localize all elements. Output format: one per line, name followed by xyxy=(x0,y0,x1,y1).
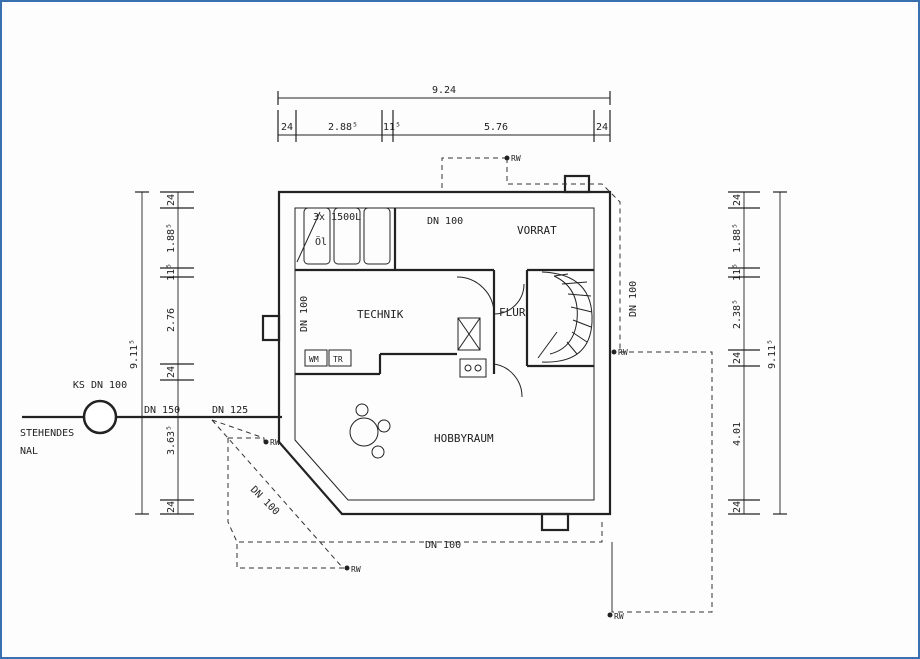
dim-left-seg-6: 3.63⁵ xyxy=(166,425,177,455)
dim-left-seg-2: 1.88⁵ xyxy=(166,223,177,253)
dim-top-seg-1: 24 xyxy=(281,122,293,133)
dn100-vorrat: DN 100 xyxy=(427,216,463,227)
dim-top-total: 9.24 xyxy=(432,85,456,96)
dim-left-seg-5: 24 xyxy=(166,366,177,378)
rw-label-bottom: RW xyxy=(351,565,361,574)
window-top xyxy=(563,174,591,194)
dn100-bottom: DN 100 xyxy=(425,540,461,551)
dim-right-seg-4: 2.38⁵ xyxy=(732,299,743,329)
dim-top-seg-4: 5.76 xyxy=(484,122,508,133)
tank-oil-label: Öl xyxy=(315,235,327,248)
dim-left-seg-7: 24 xyxy=(166,501,177,513)
dn100-technik: DN 100 xyxy=(299,296,310,332)
dim-top-seg-2: 2.88⁵ xyxy=(328,122,358,133)
room-vorrat: VORRAT xyxy=(517,224,557,237)
table-with-chairs xyxy=(349,403,391,459)
top-dimensions: 9.24 24 2.88⁵ 11⁵ 5.76 24 xyxy=(277,85,611,142)
technik-equipment xyxy=(457,317,487,378)
dim-left-seg-1: 24 xyxy=(166,194,177,206)
dn100-diagonal: DN 100 xyxy=(248,484,281,517)
sewer-label-line-1: STEHENDES xyxy=(20,428,74,439)
washer-dryer: WM TR xyxy=(304,349,352,367)
dim-right-seg-2: 1.88⁵ xyxy=(732,223,743,253)
dim-left-total: 9.11⁵ xyxy=(129,339,140,369)
dn150-label: DN 150 xyxy=(144,405,180,416)
washer-label: WM xyxy=(309,355,319,364)
sewer-connection: KS DN 100 DN 150 DN 125 STEHENDES NAL xyxy=(20,380,282,457)
left-dimensions: 24 1.88⁵ 11⁵ 2.76 24 3.63⁵ 24 9.11⁵ xyxy=(129,191,194,515)
dim-top-seg-5: 24 xyxy=(596,122,608,133)
dim-left-seg-4: 2.76 xyxy=(166,308,177,332)
dryer-label: TR xyxy=(333,355,343,364)
window-bottom xyxy=(540,512,570,532)
dn100-right: DN 100 xyxy=(628,281,639,317)
dim-right-seg-7: 24 xyxy=(732,501,743,513)
dim-right-seg-6: 4.01 xyxy=(732,422,743,446)
rw-label-top: RW xyxy=(511,154,521,163)
tank-size-label: 3x 1500L xyxy=(313,212,361,223)
dim-top-seg-3: 11⁵ xyxy=(383,122,401,133)
dn125-label: DN 125 xyxy=(212,405,248,416)
rw-label-right: RW xyxy=(618,348,628,357)
rw-label-left: RW xyxy=(270,438,280,447)
rw-label-bottom-right: RW xyxy=(614,612,624,621)
dim-right-seg-5: 24 xyxy=(732,352,743,364)
dim-left-seg-3: 11⁵ xyxy=(166,263,177,281)
dim-right-seg-3: 11⁵ xyxy=(732,263,743,281)
ks-dn100-label: KS DN 100 xyxy=(73,380,127,391)
rainwater-points: RW RW RW RW RW xyxy=(263,154,628,621)
room-technik: TECHNIK xyxy=(357,308,404,321)
sewer-label-line-2: NAL xyxy=(20,446,38,457)
room-flur: FLUR xyxy=(499,306,526,319)
dim-right-total: 9.11⁵ xyxy=(767,339,778,369)
window-left xyxy=(261,314,281,342)
staircase xyxy=(537,271,593,363)
oil-tanks: 3x 1500L Öl xyxy=(296,207,391,265)
dim-right-seg-1: 24 xyxy=(732,194,743,206)
right-dimensions: 24 1.88⁵ 11⁵ 2.38⁵ 24 4.01 24 9.11⁵ xyxy=(728,191,787,515)
room-hobbyraum: HOBBYRAUM xyxy=(434,432,494,445)
building-walls xyxy=(277,190,612,516)
